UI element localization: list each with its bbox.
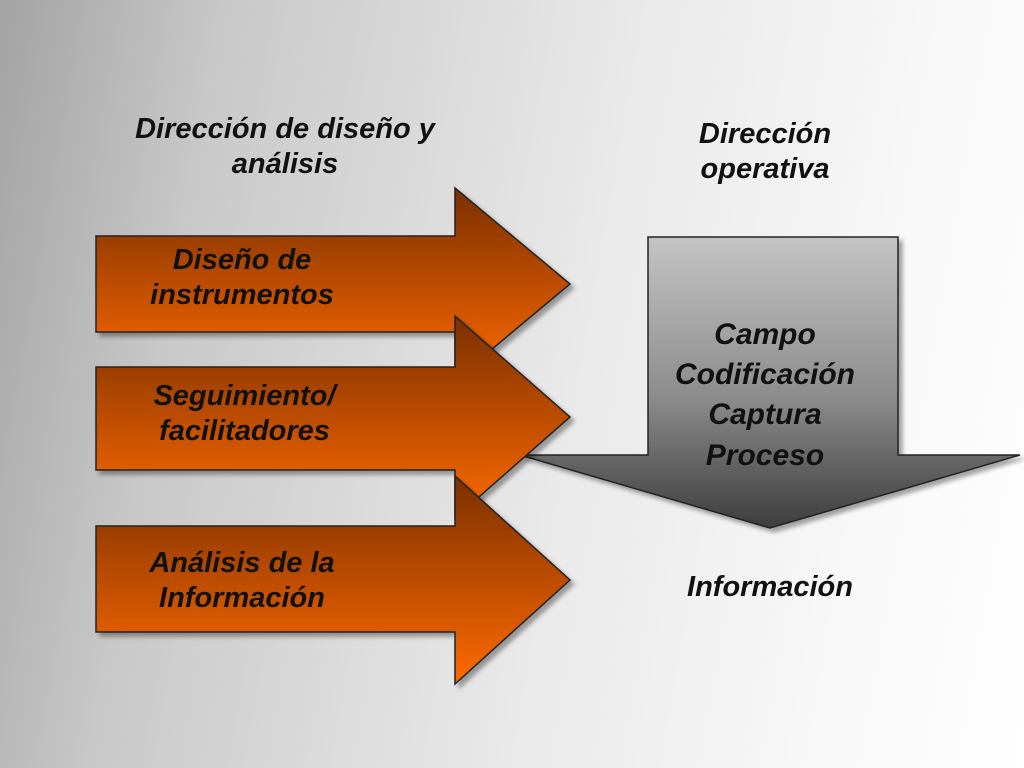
output-label: Información [687,571,853,603]
arrow-label-seguimiento: Seguimiento/ facilitadores [153,380,336,447]
arrow-analisis-informacion [95,474,572,686]
process-item-captura: Captura [708,398,822,432]
process-box-label: Campo Codificación Captura Proceso [650,315,880,476]
process-item-campo: Campo [714,318,816,351]
process-item-codificacion: Codificación [674,358,855,392]
process-item-proceso: Proceso [705,438,825,472]
arrow-label-analisis: Análisis de la Información [149,547,335,614]
heading-design-analysis: Dirección de diseño y análisis [135,113,435,180]
heading-operations: Dirección operativa [698,118,832,185]
arrow-seguimiento-facilitadores [95,314,572,520]
arrow-diseno-instrumentos [95,186,572,382]
process-down-arrow [519,236,1021,529]
arrow-label-diseno: Diseño de instrumentos [150,244,334,311]
